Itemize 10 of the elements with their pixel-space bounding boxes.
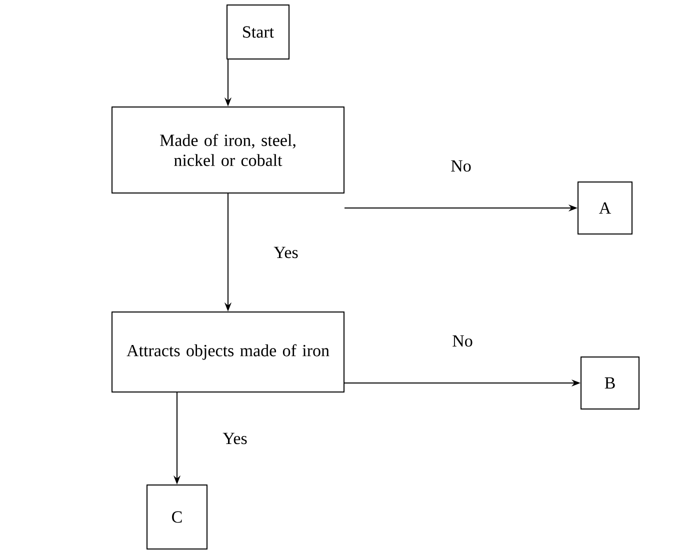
process-box: B [580,356,640,410]
process-box: Start [226,4,290,60]
edge-label: No [451,334,474,348]
process-box: A [578,182,632,234]
process-box: C [146,484,208,550]
edge-label: No [450,159,472,173]
process-box: Attracts objects made of iron [112,312,344,392]
edge-label: Yes [272,246,300,260]
process-box: Made of iron, steel, nickel or cobalt [112,106,344,194]
edge-label: Yes [222,432,248,446]
